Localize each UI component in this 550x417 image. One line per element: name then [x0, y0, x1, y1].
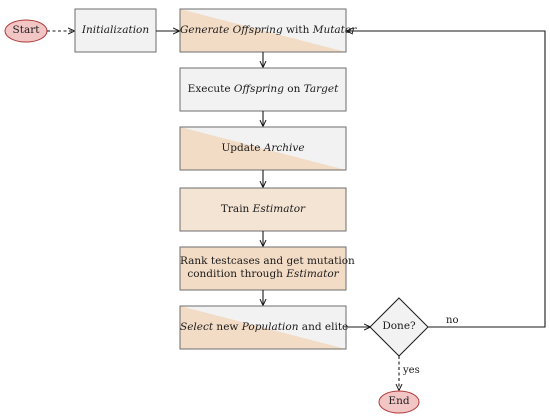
edge-label-yes: yes [403, 365, 420, 376]
generate-label-part3: with [282, 24, 313, 36]
update-label: Update Archive [180, 142, 346, 155]
execute-box [179, 67, 347, 112]
select-label-part3: Population [241, 321, 299, 333]
start-label: Start [12, 24, 40, 36]
edge-no-loop [347, 31, 546, 328]
execute-label-part3: on [283, 83, 304, 95]
generate-label-part2: Offspring [232, 24, 283, 36]
update-box [179, 126, 347, 171]
end-node-shape [378, 390, 420, 414]
select-label-part1: Select [180, 321, 214, 333]
generate-label-part4: Mutator [312, 24, 357, 36]
rank-label-line2b: Estimator [286, 268, 339, 280]
select-box [179, 305, 347, 350]
initialization-box [74, 8, 157, 53]
select-label-part4: and elite [298, 321, 349, 333]
execute-label-part4: Target [303, 83, 339, 95]
edge-label-no: no [446, 315, 459, 326]
initialization-label: Initialization [81, 24, 150, 36]
end-label: End [388, 395, 410, 407]
train-label: Train Estimator [180, 203, 346, 216]
rank-box [179, 246, 347, 291]
rank-label-line2: condition through Estimator [180, 268, 346, 281]
train-label-part2: Estimator [252, 203, 306, 215]
train-label-part1: Train [220, 203, 253, 215]
train-box [179, 187, 347, 232]
generate-label: Generate Offspring with Mutator [180, 24, 356, 37]
update-label-part1: Update [221, 142, 264, 154]
decision-label: Done? [382, 320, 416, 332]
execute-label-part2: Offspring [233, 83, 284, 95]
select-label: Select new Population and elite [180, 321, 349, 334]
rank-label-line2a: condition through [187, 268, 287, 280]
select-label-part2: new [213, 321, 242, 333]
generate-label-part1: Generate [180, 24, 233, 36]
execute-label-part1: Execute [187, 83, 234, 95]
update-label-part2: Archive [263, 142, 305, 154]
execute-label: Execute Offspring on Target [180, 83, 346, 96]
rank-label-line1: Rank testcases and get mutation [180, 255, 355, 267]
